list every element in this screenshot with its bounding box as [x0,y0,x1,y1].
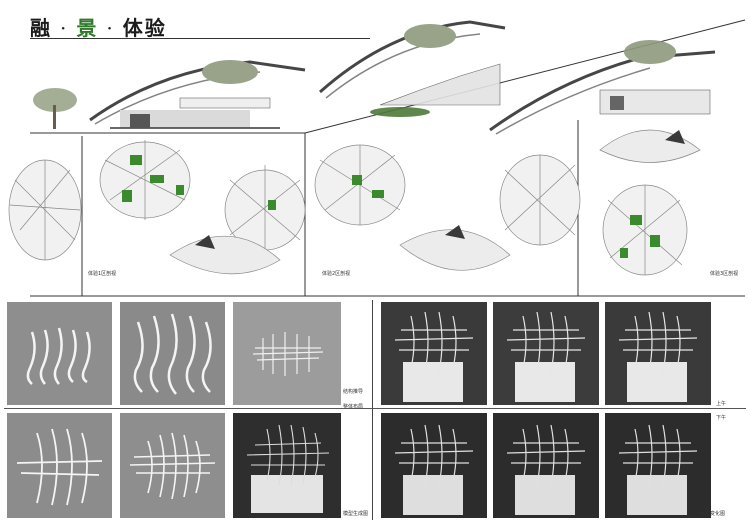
model-photo-6 [233,413,341,518]
model-photo-5 [120,413,225,518]
caption-model: 模型生成图 [343,511,369,517]
model-photo-2 [120,302,225,405]
caption-structure: 结构推导 [343,389,364,395]
title-dot: · [106,16,115,40]
light-photo-2 [493,302,599,405]
light-photo-6 [605,413,711,518]
caption-zone-1: 体验1区剖视 [88,271,117,277]
caption-morning: 上午 [716,401,727,407]
title-underline [30,38,370,39]
plan-sketches [8,129,701,276]
green-patches [122,155,660,258]
caption-zone-3: 体验3区剖视 [710,271,739,277]
model-photo-1 [7,302,112,405]
light-photo-4 [381,413,487,518]
bottom-row-divider [4,408,746,409]
light-photo-3 [605,302,711,405]
title-part-3: 体验 [122,16,167,40]
title-part-1: 融 [30,16,52,40]
model-photo-3 [233,302,341,405]
section-3 [489,40,716,135]
caption-overall: 整体布局 [343,404,364,410]
caption-light: 光影变化图 [700,511,726,517]
title-dot: · [60,16,69,40]
model-photo-4 [7,413,112,518]
caption-zone-2: 体验2区剖视 [322,271,351,277]
bottom-divider [372,300,373,520]
title-part-2: 景 [76,16,99,40]
light-photo-1 [381,302,487,405]
light-photo-5 [493,413,599,518]
section-2 [319,20,506,117]
section-1 [33,60,306,129]
board-title: 融 · 景 · 体验 [30,12,167,41]
caption-afternoon: 下午 [716,415,727,421]
section-drawings [8,19,746,297]
fan-accents [195,130,685,249]
